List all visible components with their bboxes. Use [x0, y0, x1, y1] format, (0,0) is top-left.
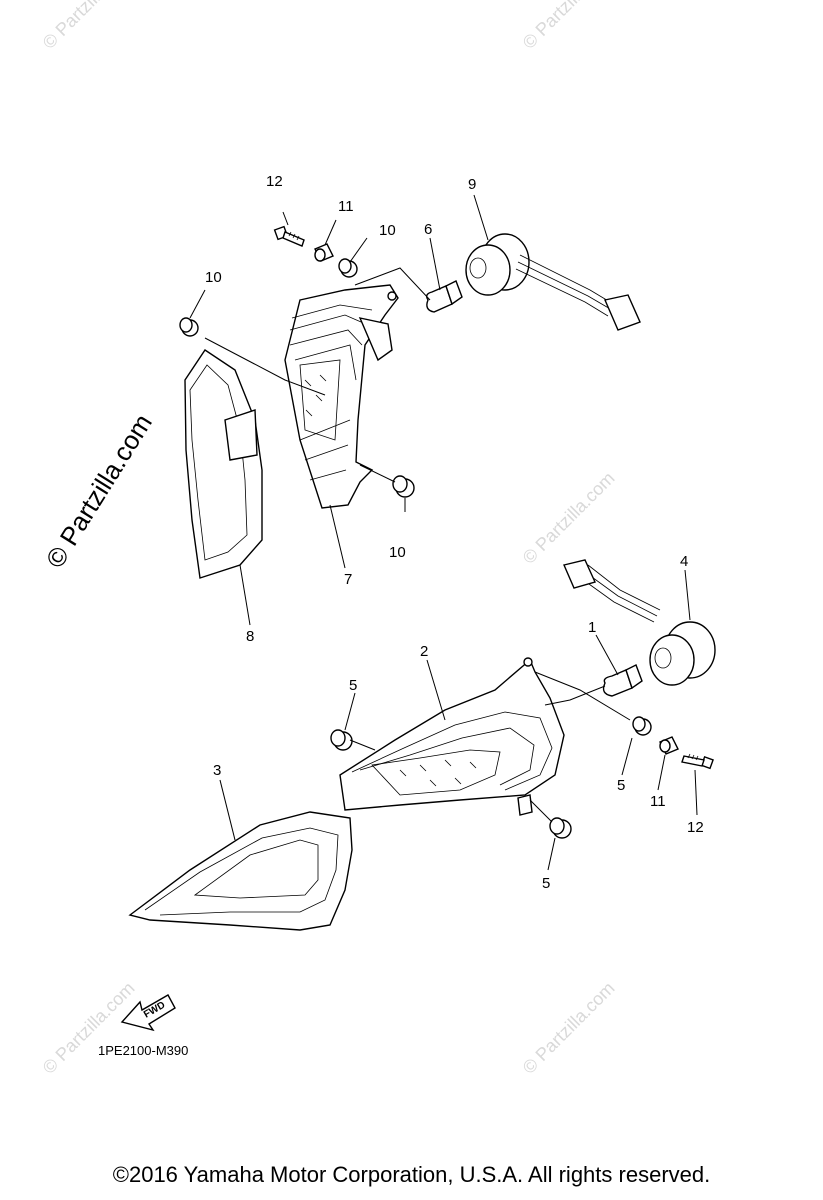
- callout-11-bottom: 11: [650, 793, 666, 810]
- screw-12-bottom: [681, 753, 714, 770]
- callout-5-right: 5: [617, 777, 625, 794]
- socket-4: [563, 559, 716, 686]
- grommet-5-upper: [330, 729, 353, 751]
- watermark-top-right: © Partzilla.com: [519, 0, 619, 53]
- upper-assembly: [179, 194, 641, 626]
- callout-5-lower: 5: [542, 875, 550, 892]
- callout-12-bottom: 12: [687, 819, 704, 836]
- callout-8: 8: [246, 628, 254, 645]
- lower-assembly: [128, 559, 716, 931]
- callout-3: 3: [213, 762, 221, 779]
- socket-9: [465, 233, 641, 331]
- grommet-10-top: [338, 258, 358, 278]
- copyright-notice: ©2016 Yamaha Motor Corporation, U.S.A. A…: [112, 1162, 711, 1187]
- rear-lamp-7: [284, 284, 399, 509]
- callout-labels: 12 11 10 6 9 10 10 7 8 4 1 2 5 3 5 11 12…: [205, 173, 704, 892]
- watermark-main: © Partzilla.com: [40, 409, 158, 573]
- collar-11-top: [314, 243, 334, 262]
- bulb-1: [602, 664, 643, 697]
- callout-1: 1: [588, 619, 596, 636]
- callout-6: 6: [424, 221, 432, 238]
- callout-2: 2: [420, 643, 428, 660]
- cover-3: [128, 811, 353, 931]
- callout-11-top: 11: [338, 198, 354, 215]
- callout-10-left: 10: [205, 269, 222, 286]
- callout-7: 7: [344, 571, 352, 588]
- callout-10-right: 10: [389, 544, 406, 561]
- callout-10-top: 10: [379, 222, 396, 239]
- callout-9: 9: [468, 176, 476, 193]
- grommet-5-right: [632, 716, 652, 736]
- bulb-6: [425, 280, 463, 313]
- cover-8: [184, 349, 263, 579]
- callout-12-top: 12: [266, 173, 283, 190]
- callout-5-upper: 5: [349, 677, 357, 694]
- collar-11-bottom: [659, 736, 679, 755]
- watermark-low-left: © Partzilla.com: [39, 978, 139, 1078]
- watermark-mid-right: © Partzilla.com: [519, 468, 619, 568]
- grommet-10-right: [392, 475, 415, 498]
- watermark-top-left: © Partzilla.com: [39, 0, 139, 53]
- callout-4: 4: [680, 553, 688, 570]
- grommet-5-lower: [549, 817, 572, 839]
- front-lamp-2: [339, 657, 565, 816]
- grommet-10-left: [179, 317, 199, 337]
- diagram-code: 1PE2100-M390: [98, 1043, 188, 1058]
- screw-12-top: [273, 225, 305, 247]
- watermark-low-right: © Partzilla.com: [519, 978, 619, 1078]
